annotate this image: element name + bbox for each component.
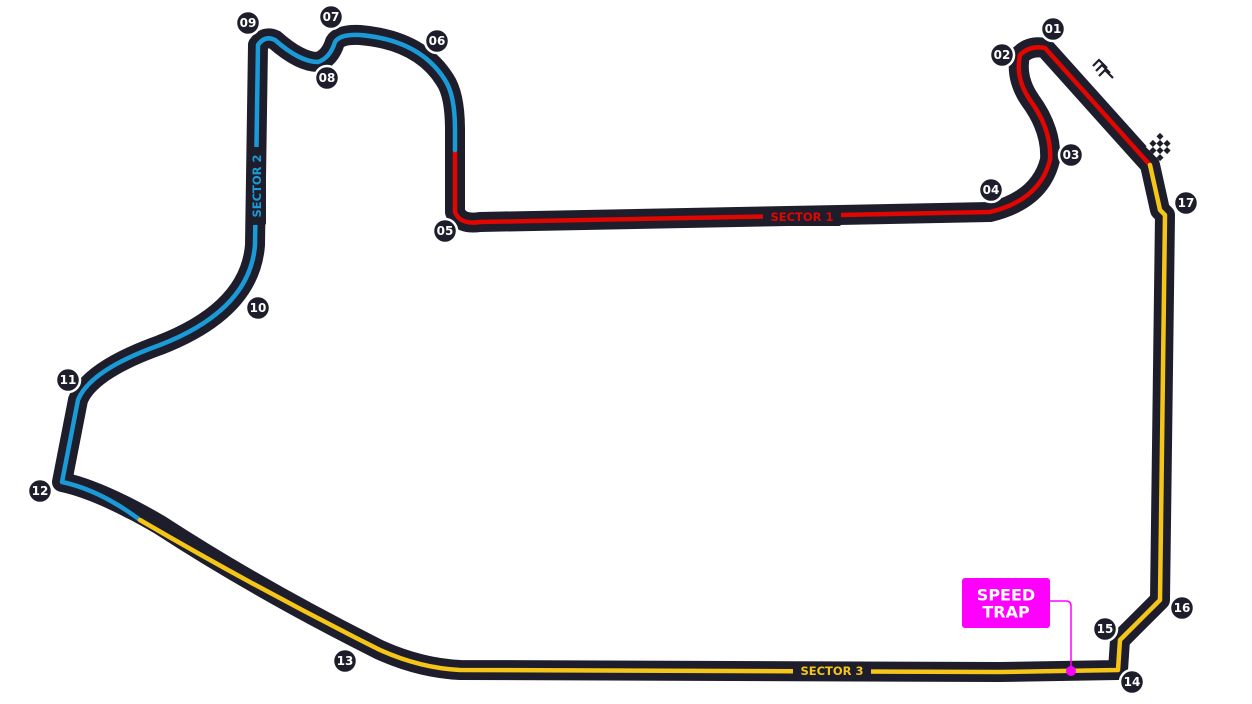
svg-text:07: 07 (323, 10, 340, 24)
turn-marker-15: 15 (1091, 615, 1119, 643)
drs-detection-chevron-icon (1092, 58, 1114, 79)
turn-marker-14: 14 (1118, 668, 1146, 696)
svg-text:01: 01 (1045, 22, 1062, 36)
speed-trap-line1: SPEED (977, 586, 1035, 605)
speed-trap-connector (1050, 600, 1072, 671)
svg-text:05: 05 (437, 224, 454, 238)
svg-text:14: 14 (1124, 675, 1141, 689)
turn-marker-11: 11 (54, 366, 82, 394)
svg-text:09: 09 (240, 16, 257, 30)
svg-text:16: 16 (1174, 601, 1191, 615)
svg-text:11: 11 (60, 373, 77, 387)
turn-marker-10: 10 (244, 294, 272, 322)
turn-marker-09: 09 (234, 9, 262, 37)
track-outline (52, 24, 1175, 682)
sector-1-line (452, 45, 1153, 225)
svg-text:02: 02 (994, 48, 1011, 62)
turn-marker-03: 03 (1057, 141, 1085, 169)
svg-text:SECTOR 3: SECTOR 3 (800, 664, 863, 678)
svg-text:12: 12 (32, 484, 49, 498)
svg-text:17: 17 (1178, 196, 1195, 210)
svg-text:13: 13 (337, 654, 354, 668)
turn-marker-04: 04 (977, 176, 1005, 204)
turn-marker-07: 07 (317, 3, 345, 31)
turn-markers: 01 02 03 04 05 06 07 08 09 10 11 12 13 1… (26, 3, 1200, 696)
turn-marker-05: 05 (431, 217, 459, 245)
svg-text:SECTOR 2: SECTOR 2 (250, 154, 264, 217)
turn-marker-08: 08 (313, 64, 341, 92)
sector-2-line (59, 32, 458, 523)
svg-text:SECTOR 1: SECTOR 1 (770, 210, 833, 224)
svg-text:03: 03 (1063, 148, 1080, 162)
turn-marker-16: 16 (1168, 594, 1196, 622)
speed-trap-line2: TRAP (982, 603, 1030, 622)
svg-text:06: 06 (429, 34, 446, 48)
turn-marker-17: 17 (1172, 189, 1200, 217)
svg-text:15: 15 (1097, 622, 1114, 636)
speed-trap-box (962, 578, 1050, 628)
speed-trap-dot (1066, 666, 1076, 676)
turn-marker-02: 02 (988, 41, 1016, 69)
sector-1-label: SECTOR 1 (763, 208, 841, 226)
svg-text:08: 08 (319, 71, 336, 85)
sector-3-label: SECTOR 3 (793, 662, 871, 680)
turn-marker-13: 13 (331, 647, 359, 675)
turn-marker-06: 06 (423, 27, 451, 55)
sector-2-label: SECTOR 2 (248, 147, 266, 225)
speed-trap-marker: SPEED TRAP (962, 578, 1076, 676)
turn-marker-12: 12 (26, 477, 54, 505)
turn-marker-01: 01 (1039, 15, 1067, 43)
svg-text:04: 04 (983, 183, 1000, 197)
svg-text:10: 10 (250, 301, 267, 315)
